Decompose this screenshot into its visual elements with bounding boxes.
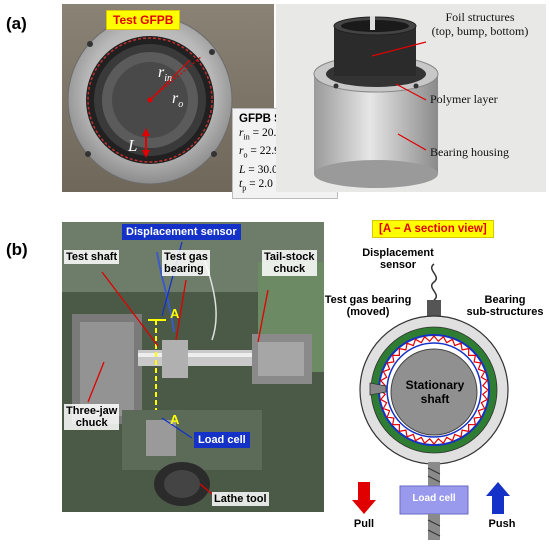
label-pull: Pull <box>353 518 375 530</box>
callout-bearing-housing: Bearing housing <box>430 145 509 159</box>
label-L: L <box>128 136 138 155</box>
tag-load-cell: Load cell <box>194 432 250 448</box>
photo-bearing-side-view <box>276 4 546 192</box>
tag-test-gfpb: Test GFPB <box>106 10 181 30</box>
label-r-o: ro <box>172 90 184 111</box>
photo-bearing-top-view: Test GFPB rin ro L <box>62 4 274 192</box>
label-r-in: rin <box>158 64 173 85</box>
bearing-side-view-graphic <box>313 16 439 188</box>
callout-polymer-layer: Polymer layer <box>430 92 498 106</box>
tag-section-view: [A − A section view] <box>372 220 494 238</box>
marker-a-top: A <box>170 306 180 321</box>
label-lathe-tool: Lathe tool <box>212 492 269 506</box>
marker-a-bottom: A <box>170 412 180 427</box>
bearing-top-view-graphic <box>67 15 233 185</box>
panel-label-b: (b) <box>6 240 28 259</box>
callout-foil-structures: Foil structures (top, bump, bottom) <box>431 10 529 38</box>
label-push: Push <box>488 518 516 530</box>
label-test-shaft: Test shaft <box>64 250 120 264</box>
label-load-cell-box: Load cell <box>412 493 456 504</box>
section-view-diagram <box>352 263 510 540</box>
label-test-gas-bearing-moved: Test gas bearing(moved) <box>324 294 412 318</box>
panel-label-a: (a) <box>6 14 27 33</box>
tag-displacement-sensor: Displacement sensor <box>122 224 241 240</box>
